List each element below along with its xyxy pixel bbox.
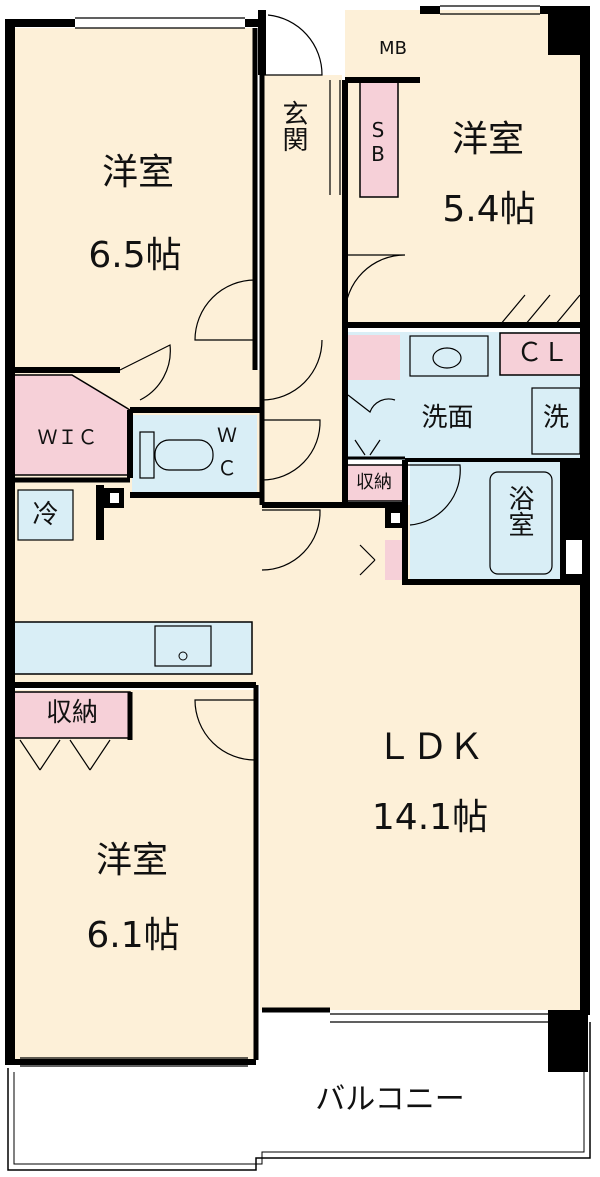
sink	[154, 625, 212, 667]
bedroom-nw-name: 洋室	[101, 152, 174, 193]
storage-small-area	[344, 464, 404, 502]
windows	[20, 5, 548, 1067]
ldk-name: ＬＤＫ	[375, 727, 484, 768]
pillar-bath-gap	[566, 540, 582, 574]
door-swings	[19, 14, 581, 771]
sb-area	[359, 79, 399, 198]
washbasin	[409, 335, 489, 377]
toilet-bowl	[154, 439, 214, 471]
bathroom-label: 浴室	[504, 485, 534, 537]
bedroom-ne-name: 洋室	[451, 119, 524, 160]
entrance-label: 玄関	[278, 100, 308, 152]
washbasin-bowl	[432, 347, 462, 369]
pillar-ne	[548, 10, 588, 55]
storage-small-label: 収納	[356, 472, 392, 493]
laundry-label: 洗	[542, 403, 569, 433]
mb-label: MB	[379, 38, 407, 59]
cl-label: ＣＬ	[516, 338, 569, 368]
storage-closet-pink	[385, 540, 405, 580]
bedroom-sw-name: 洋室	[95, 840, 168, 881]
fridge-area	[17, 489, 74, 541]
storage-sw-label: 収納	[45, 698, 98, 728]
kitchen-counter	[9, 621, 253, 675]
toilet-area	[132, 415, 257, 495]
toilet-tank	[139, 431, 155, 479]
sink-drain	[178, 651, 188, 661]
ldk-area-upper	[405, 585, 585, 605]
fridge-label: 冷	[32, 500, 59, 530]
bedroom-sw-size: 6.1帖	[86, 915, 180, 956]
wc-label-c: Ｃ	[217, 456, 237, 480]
sb-label: SB	[366, 118, 390, 166]
hallway-area	[262, 75, 342, 505]
bedroom-nw-area	[10, 28, 256, 370]
pillar-se	[548, 1010, 588, 1072]
hall-storage-pink	[345, 335, 400, 380]
bedroom-sw-area	[10, 690, 256, 1062]
bathtub	[489, 471, 553, 575]
bedroom-ne-size: 5.4帖	[442, 189, 536, 230]
wc-label-w: Ｗ	[217, 423, 237, 447]
ldk-size: 14.1帖	[371, 797, 489, 838]
storage-sw-area	[13, 691, 131, 739]
cl-area	[499, 332, 586, 376]
pillar-small-1-inner	[110, 493, 119, 503]
bedroom-nw-size: 6.5帖	[88, 235, 182, 276]
washroom-label: 洗面	[421, 403, 474, 433]
balcony-label: バルコニー	[315, 1082, 465, 1117]
wic-label: ＷＩＣ	[37, 425, 98, 449]
pillar-small-2-inner	[391, 513, 400, 523]
balcony-inner	[13, 1072, 585, 1165]
